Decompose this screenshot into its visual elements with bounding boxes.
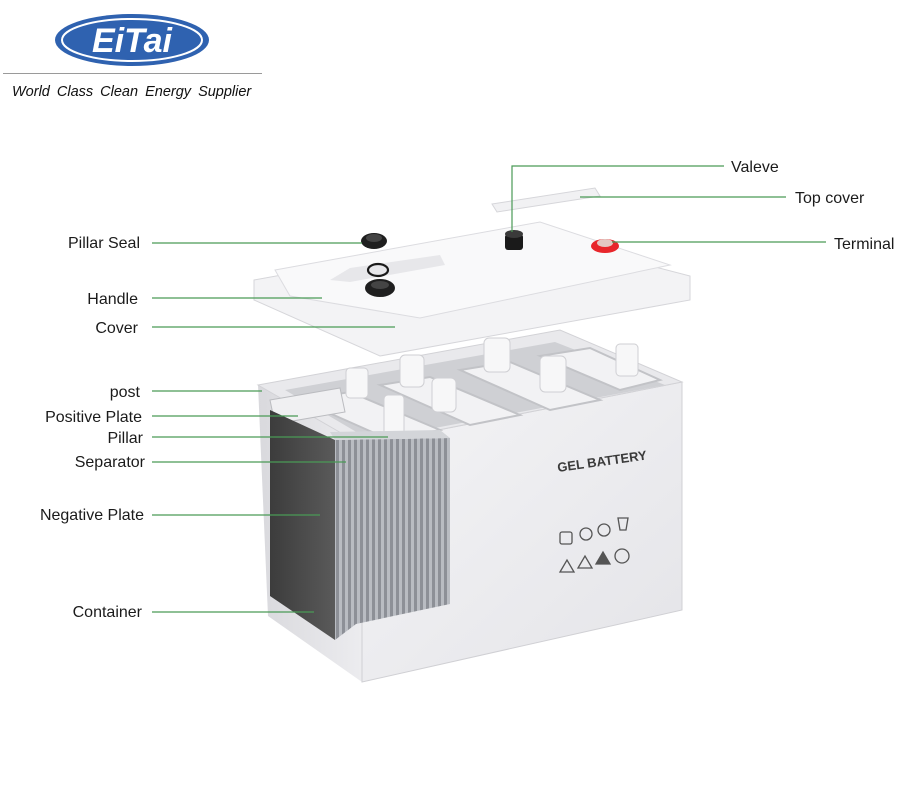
label-container: Container	[73, 604, 143, 621]
o-ring	[366, 262, 390, 278]
label-pillar-seal: Pillar Seal	[68, 235, 140, 252]
terminal-positive	[591, 239, 619, 253]
label-positive-plate: Positive Plate	[45, 409, 142, 426]
posts	[345, 337, 639, 436]
negative-plate	[270, 410, 335, 640]
label-pillar: Pillar	[107, 430, 143, 447]
pillar-seal-front	[365, 279, 395, 297]
label-top-cover: Top cover	[795, 190, 865, 207]
safety-icons	[558, 517, 630, 573]
pillar-seal-left	[361, 233, 387, 249]
brand-tagline: World Class Clean Energy Supplier	[12, 84, 252, 100]
label-cover: Cover	[95, 320, 138, 337]
label-negative-plate: Negative Plate	[40, 507, 144, 524]
separator-stack	[335, 438, 450, 640]
label-separator: Separator	[75, 454, 146, 471]
label-post: post	[110, 384, 141, 401]
leader-lines	[152, 165, 826, 613]
header-divider	[3, 73, 262, 74]
label-handle: Handle	[87, 291, 138, 308]
eitai-logo: EiTai	[55, 14, 209, 66]
label-valve: Valeve	[731, 159, 779, 176]
top-cover	[491, 187, 601, 213]
valve-cap	[505, 230, 523, 250]
label-terminal: Terminal	[834, 236, 894, 253]
logo-wordmark: EiTai	[92, 22, 174, 60]
